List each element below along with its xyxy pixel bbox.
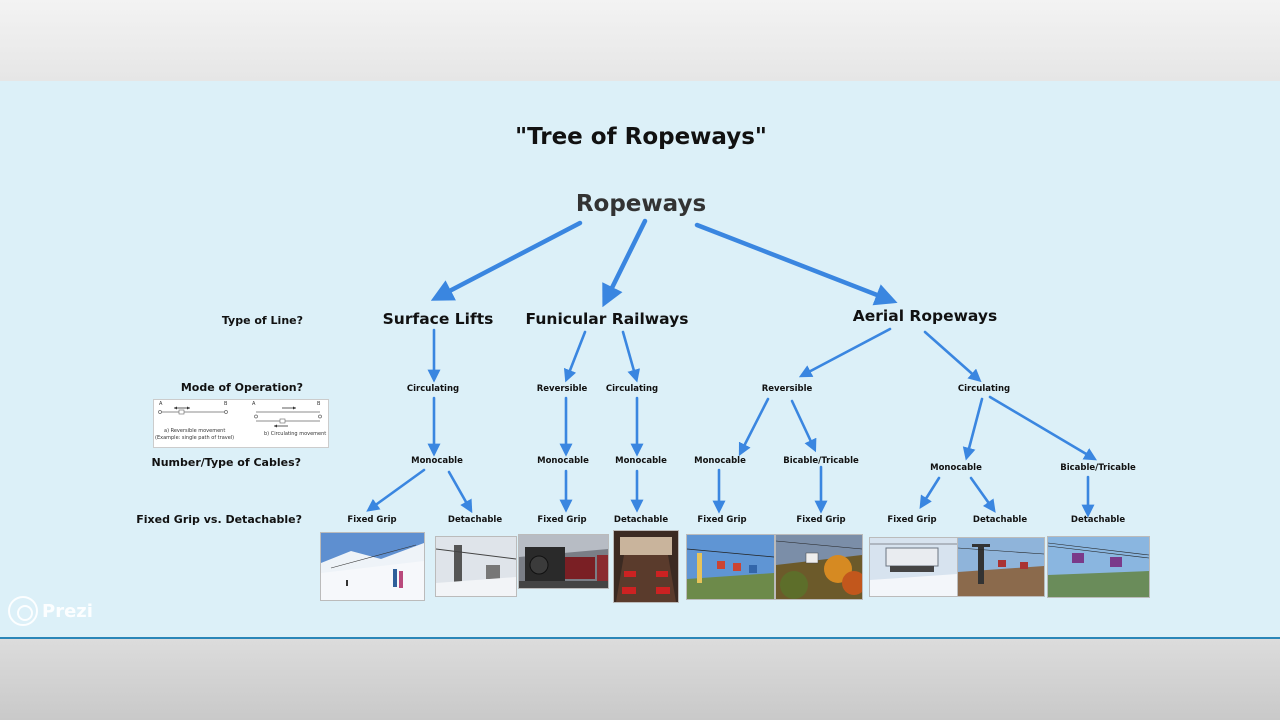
reversible-caption: a) Reversible movement [164,428,226,434]
arrow-surface-fixed [366,468,426,512]
arrow-aer-circ [923,330,982,383]
prezi-watermark: Prezi [8,596,93,626]
grip-aer-circ-mono-detachable: Detachable [972,515,1028,525]
cable-aer-rev-bicable: Bicable/Tricable [783,456,859,466]
question-mode-of-operation: Mode of Operation? [180,381,303,394]
op-aerial-circulating: Circulating [957,384,1011,394]
grip-aer-circ-mono-fixed: Fixed Grip [887,515,937,525]
point-b-label: B [317,401,321,407]
photo-aerial-circ-bi-detachable [1047,536,1150,598]
grip-funicular-detachable: Detachable [613,515,669,525]
grip-aer-circ-bi-detachable: Detachable [1070,515,1126,525]
prezi-brand-name: Prezi [42,600,93,622]
cable-aer-circ-bicable: Bicable/Tricable [1060,463,1136,473]
question-type-of-line: Type of Line? [221,314,303,327]
arrow-aer-rev-mono [738,397,770,457]
cable-fun-rev-monocable: Monocable [537,456,589,466]
slide-title: "Tree of Ropeways" [515,124,767,150]
cable-aer-rev-monocable: Monocable [694,456,746,466]
arrow-fun-circ [621,330,640,383]
arrow-aer-circ-mono-detach [969,476,996,513]
grip-aer-rev-mono-fixed: Fixed Grip [697,515,747,525]
cable-aer-circ-monocable: Monocable [930,463,982,473]
bottom-band [0,639,1280,720]
point-b-label: B [224,401,228,407]
op-aerial-reversible: Reversible [761,384,813,394]
photo-aerial-circ-mono-fixed [869,537,958,597]
grip-surface-fixed: Fixed Grip [347,515,397,525]
photo-aerial-reversible-mono-fixed [686,534,775,600]
photo-surface-fixed-grip [320,532,425,601]
category-funicular-railways: Funicular Railways [525,310,689,328]
op-funicular-reversible: Reversible [536,384,588,394]
point-a-label: A [159,401,163,407]
photo-aerial-reversible-bi-fixed [775,534,863,600]
photo-aerial-circ-mono-detachable [957,537,1045,597]
cable-fun-circ-monocable: Monocable [615,456,667,466]
photo-funicular-detachable [613,530,679,603]
grip-surface-detachable: Detachable [447,515,503,525]
top-band [0,0,1280,81]
arrow-aer-rev-bi [790,399,817,453]
reversible-example: (Example: single path of travel) [155,435,235,441]
arrow-root-surface [430,220,583,301]
point-a-label: A [252,401,256,407]
movement-diagram-icon [158,406,322,428]
arrow-root-aerial [694,222,898,306]
arrow-aer-circ-mono-fixed [919,476,941,509]
question-grip: Fixed Grip vs. Detachable? [136,513,302,526]
root-node: Ropeways [575,191,707,217]
category-aerial-ropeways: Aerial Ropeways [852,307,998,325]
question-cables: Number/Type of Cables? [151,456,301,469]
arrow-aer-rev [798,327,892,378]
circulating-caption: b) Circulating movement [264,431,327,437]
arrow-fun-rev [563,330,587,383]
grip-aer-rev-bi-fixed: Fixed Grip [796,515,846,525]
mode-of-operation-diagram: A B A B a) Reversible movement (Example:… [153,399,329,448]
arrow-aer-circ-mono [962,397,984,461]
category-surface-lifts: Surface Lifts [382,310,494,328]
arrow-root-funicular [602,218,648,308]
prezi-logo-icon [8,596,38,626]
photo-surface-detachable [435,536,517,597]
grip-funicular-fixed: Fixed Grip [537,515,587,525]
photo-funicular-fixed-grip [518,534,609,589]
op-funicular-circulating: Circulating [605,384,659,394]
arrow-aer-circ-bi [988,395,1098,461]
cable-surface-monocable: Monocable [411,456,463,466]
op-surface-circulating: Circulating [406,384,460,394]
arrow-surface-detach [447,470,473,514]
